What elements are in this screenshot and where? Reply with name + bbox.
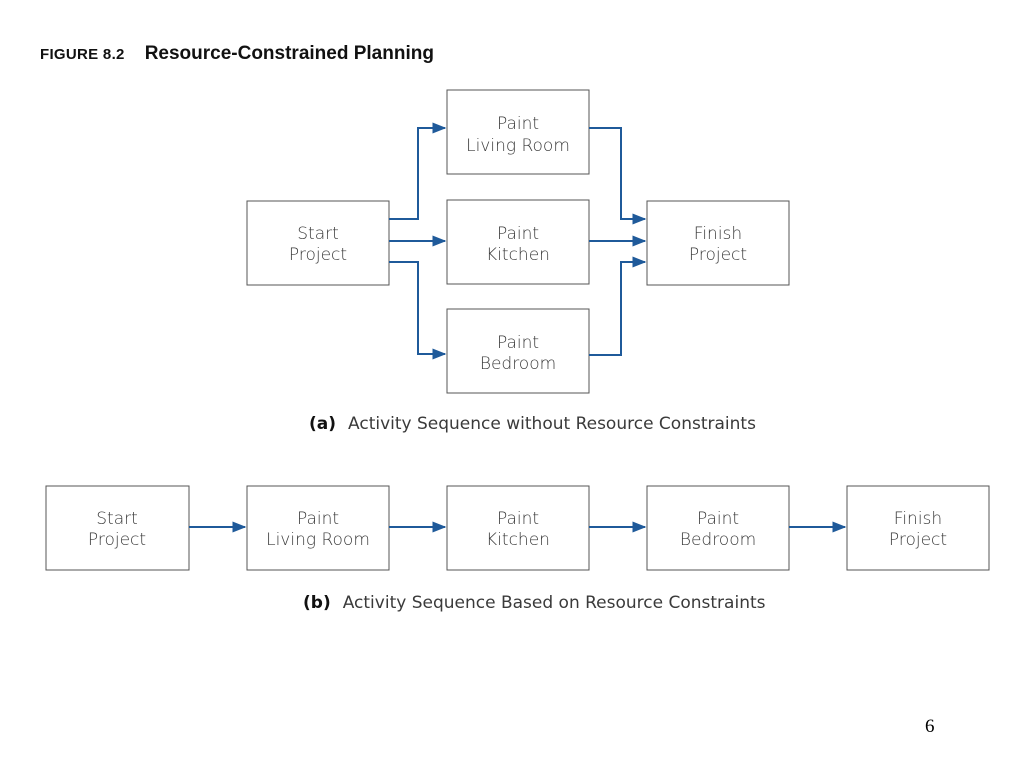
arrow-bedroom-to-finish xyxy=(589,256,647,356)
node-label-line-1: Paint xyxy=(697,509,739,529)
node-a-paint-kitchen: Paint Kitchen xyxy=(446,199,590,285)
node-label-line-1: Paint xyxy=(497,333,539,353)
node-label-line-2: Bedroom xyxy=(680,530,756,550)
svg-text:(a)Activity Sequence without R: (a) Activity Sequence without Resource Co… xyxy=(309,414,756,434)
caption-b: (b) Activity Sequence Based on Resource C… xyxy=(303,593,766,613)
node-label-line-2: Project xyxy=(889,530,947,550)
node-b-start-project: Start Project xyxy=(45,485,190,571)
node-label-line-2: Kitchen xyxy=(486,245,550,265)
node-label-line-1: Paint xyxy=(297,509,339,529)
caption-tag: (b) xyxy=(303,593,331,613)
svg-text:(b)Activity Sequence Based on: (b) Activity Sequence Based on Resource C… xyxy=(303,593,766,613)
diagram-a: Start Project Paint Living Room Paint Ki… xyxy=(246,89,790,434)
node-label-line-2: Project xyxy=(289,245,347,265)
node-label-line-1: Finish xyxy=(694,224,742,244)
node-label-line-2: Living Room xyxy=(466,136,570,156)
node-label-line-2: Bedroom xyxy=(480,354,556,374)
figure-number: FIGURE 8.2 xyxy=(40,46,125,63)
page-number: 6 xyxy=(925,716,935,737)
node-label-line-1: Finish xyxy=(894,509,942,529)
node-a-start-project: Start Project xyxy=(246,200,390,286)
diagram-b: Start Project Paint Living Room Paint Ki… xyxy=(45,485,990,613)
arrow-living-room-to-finish xyxy=(589,127,647,225)
node-a-paint-bedroom: Paint Bedroom xyxy=(446,308,590,394)
node-label-line-1: Paint xyxy=(497,224,539,244)
node-label-line-1: Paint xyxy=(497,509,539,529)
node-b-paint-living-room: Paint Living Room xyxy=(246,485,390,571)
node-b-paint-bedroom: Paint Bedroom xyxy=(646,485,790,571)
arrow-start-to-bedroom xyxy=(389,261,447,360)
figure-title: FIGURE 8.2 Resource-Constrained Planning xyxy=(40,43,434,65)
node-a-paint-living-room: Paint Living Room xyxy=(446,89,590,175)
caption-text: Activity Sequence Based on Resource Cons… xyxy=(343,593,766,613)
caption-text: Activity Sequence without Resource Const… xyxy=(348,414,756,434)
node-label-line-2: Project xyxy=(689,245,747,265)
figure-title-text: Resource-Constrained Planning xyxy=(144,43,434,64)
node-label-line-1: Start xyxy=(297,224,339,244)
node-b-paint-kitchen: Paint Kitchen xyxy=(446,485,590,571)
caption-a: (a) Activity Sequence without Resource Co… xyxy=(309,414,756,434)
node-label-line-2: Kitchen xyxy=(486,530,550,550)
node-label-line-1: Start xyxy=(96,509,138,529)
node-a-finish-project: Finish Project xyxy=(646,200,790,286)
arrow-start-to-living-room xyxy=(389,122,447,220)
caption-tag: (a) xyxy=(309,414,336,434)
node-b-finish-project: Finish Project xyxy=(846,485,990,571)
node-label-line-2: Living Room xyxy=(266,530,370,550)
node-label-line-2: Project xyxy=(88,530,146,550)
node-label-line-1: Paint xyxy=(497,114,539,134)
